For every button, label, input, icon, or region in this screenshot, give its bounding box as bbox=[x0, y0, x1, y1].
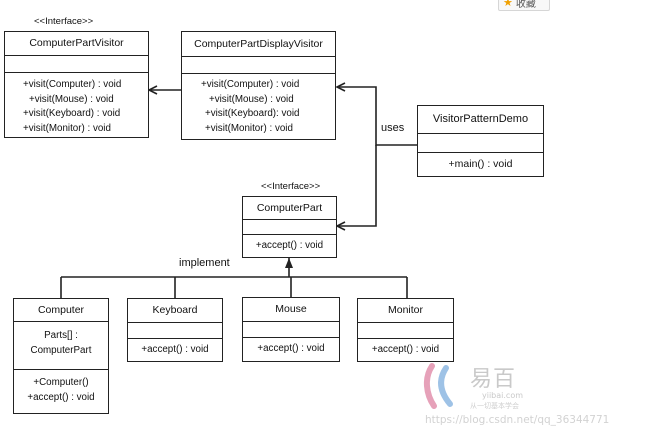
attributes-section bbox=[128, 322, 222, 338]
favorite-label: 收藏 bbox=[515, 0, 536, 10]
uses-connector bbox=[337, 87, 417, 146]
implement-label: implement bbox=[179, 257, 230, 269]
class-name: Computer bbox=[37, 304, 85, 316]
class-name: Monitor bbox=[387, 304, 423, 316]
operations-section: +accept() : void bbox=[358, 338, 453, 358]
keyboard-class[interactable]: Keyboard +accept() : void bbox=[127, 298, 223, 362]
operations-section: +main() : void bbox=[418, 152, 543, 172]
attributes-section bbox=[358, 322, 453, 338]
attributes-section bbox=[182, 56, 335, 73]
watermark-brand: 易百 bbox=[470, 367, 517, 392]
attributes-section bbox=[243, 321, 339, 337]
attribute: Parts[] : bbox=[44, 330, 78, 341]
operations-section: +visit(Computer) : void +visit(Mouse) : … bbox=[5, 72, 148, 136]
attributes-section bbox=[418, 133, 543, 152]
operations-section: +Computer() +accept() : void bbox=[14, 369, 108, 405]
implement-arrowhead bbox=[285, 258, 293, 268]
attributes-section: Parts[] : ComputerPart bbox=[14, 321, 108, 369]
attribute: ComputerPart bbox=[30, 345, 92, 356]
mouse-class[interactable]: Mouse +accept() : void bbox=[242, 297, 340, 362]
uses-label: uses bbox=[381, 122, 405, 134]
operation: +visit(Computer) : void bbox=[201, 79, 300, 90]
attributes-section bbox=[243, 219, 336, 234]
operation: +visit(Mouse) : void bbox=[29, 93, 114, 105]
operation: +visit(Keyboard): void bbox=[205, 108, 300, 119]
class-name: Keyboard bbox=[152, 304, 198, 316]
operation: +visit(Monitor) : void bbox=[205, 122, 293, 134]
yiibai-logo-icon bbox=[420, 358, 464, 414]
computer-part-stereotype: <<Interface>> bbox=[261, 181, 321, 192]
operation: +visit(Mouse) : void bbox=[209, 93, 294, 105]
favorite-button[interactable]: ★ 收藏 bbox=[498, 0, 550, 11]
uses-connector-to-part bbox=[337, 145, 377, 226]
computer-part-visitor-class[interactable]: ComputerPartVisitor +visit(Computer) : v… bbox=[4, 31, 149, 138]
operation: +Computer() bbox=[33, 377, 89, 388]
operations-section: +accept() : void bbox=[243, 337, 339, 357]
watermark-slogan: 从一切基本学会 bbox=[470, 402, 519, 410]
operation: +accept() : void bbox=[257, 343, 325, 354]
operations-section: +visit(Computer) : void +visit(Mouse) : … bbox=[182, 73, 335, 136]
watermark-site: yiibai.com bbox=[482, 391, 524, 400]
computer-class[interactable]: Computer Parts[] : ComputerPart +Compute… bbox=[13, 298, 109, 414]
visitor-stereotype: <<Interface>> bbox=[34, 16, 94, 27]
visitor-pattern-demo-class[interactable]: VisitorPatternDemo +main() : void bbox=[417, 105, 544, 177]
class-name: VisitorPatternDemo bbox=[432, 113, 529, 125]
operation: +accept() : void bbox=[255, 240, 324, 251]
class-name: ComputerPartDisplayVisitor bbox=[194, 38, 323, 50]
operation: +main() : void bbox=[448, 158, 513, 170]
operation: +accept() : void bbox=[27, 392, 95, 403]
class-name: ComputerPart bbox=[256, 202, 323, 214]
monitor-class[interactable]: Monitor +accept() : void bbox=[357, 298, 454, 362]
attributes-section bbox=[5, 55, 148, 72]
star-icon: ★ bbox=[503, 0, 513, 9]
computer-part-display-visitor-class[interactable]: ComputerPartDisplayVisitor +visit(Comput… bbox=[181, 31, 336, 140]
watermark-url: https://blog.csdn.net/qq_36344771 bbox=[425, 414, 610, 426]
operation: +visit(Keyboard) : void bbox=[23, 108, 121, 119]
operation: +visit(Monitor) : void bbox=[23, 122, 111, 134]
class-name: Mouse bbox=[275, 303, 307, 315]
operations-section: +accept() : void bbox=[243, 234, 336, 254]
operation: +accept() : void bbox=[371, 344, 440, 355]
computer-part-class[interactable]: ComputerPart +accept() : void bbox=[242, 196, 337, 258]
operation: +accept() : void bbox=[141, 344, 209, 355]
operations-section: +accept() : void bbox=[128, 338, 222, 358]
class-name: ComputerPartVisitor bbox=[29, 37, 124, 49]
operation: +visit(Computer) : void bbox=[23, 79, 122, 90]
